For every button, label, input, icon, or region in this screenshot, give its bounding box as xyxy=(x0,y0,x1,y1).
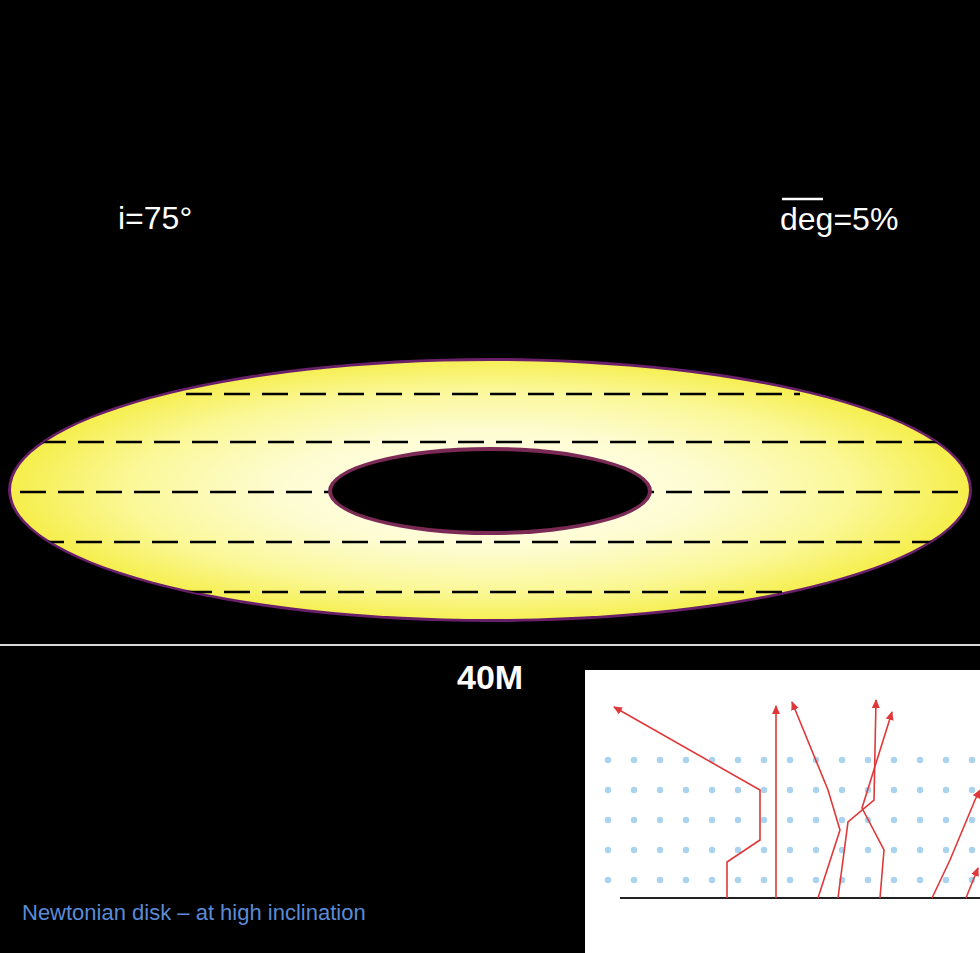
inner-hole xyxy=(332,451,648,531)
scale-line xyxy=(0,644,980,646)
overline-bar xyxy=(782,198,823,201)
disk-rim xyxy=(8,358,972,622)
scattering-inset xyxy=(585,670,980,953)
hole-rim xyxy=(328,447,652,535)
inclination-label: i=75° xyxy=(118,202,192,234)
scale-label: 40M xyxy=(457,660,523,694)
caption-note: Newtonian disk – at high inclination xyxy=(22,902,366,924)
polarization-lines xyxy=(20,394,970,592)
accretion-disk xyxy=(11,361,969,619)
degree-label: deg=5% xyxy=(780,203,898,235)
